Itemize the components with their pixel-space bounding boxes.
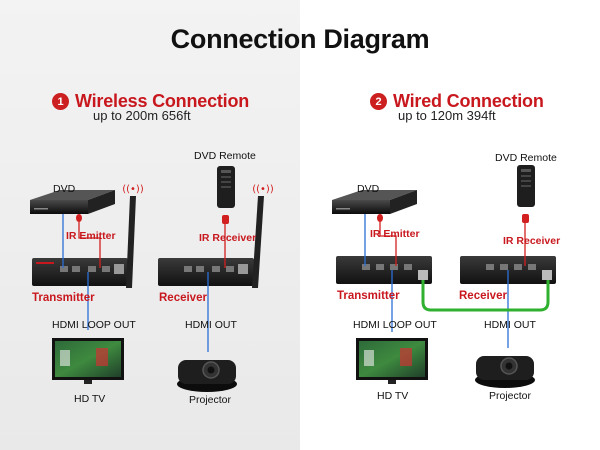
- wireless-hd-tv-label: HD TV: [74, 393, 106, 405]
- wireless-receiver-antenna: ((•)): [252, 184, 274, 288]
- wireless-cables: [62, 214, 226, 352]
- wired-ir-emitter: [377, 214, 383, 222]
- wired-ethernet-cable: [421, 280, 550, 312]
- wired-receiver-label: Receiver: [459, 290, 507, 302]
- wired-hd-tv: [356, 338, 428, 384]
- wireless-transmitter-box: [32, 258, 128, 286]
- wireless-receiver-label: Receiver: [159, 292, 207, 304]
- wired-panel-background: [300, 0, 600, 450]
- wireless-heading: 1 Wireless Connection: [52, 91, 249, 112]
- wireless-ir-receiver-label: IR Receiver: [199, 232, 257, 244]
- wired-dvd-remote: [517, 165, 535, 207]
- wireless-transmitter-antenna: ((•)): [122, 184, 144, 288]
- wired-transmitter-box: [336, 256, 432, 284]
- page-title: Connection Diagram: [170, 24, 430, 54]
- wireless-hd-tv: [52, 338, 124, 384]
- wired-transmitter-label: Transmitter: [337, 290, 400, 302]
- wired-ir-emitter-label: IR Emitter: [370, 228, 420, 240]
- wired-dvd-remote-label: DVD Remote: [495, 152, 557, 164]
- wireless-receiver-box: [158, 258, 254, 286]
- wireless-title: Wireless Connection: [75, 91, 250, 111]
- wired-hd-tv-label: HD TV: [377, 390, 409, 402]
- wired-ir-receiver: [522, 214, 529, 223]
- svg-text:((•)): ((•)): [252, 184, 274, 195]
- wireless-dvd-label: DVD: [53, 183, 76, 195]
- wired-number-badge: 2: [370, 93, 387, 110]
- wireless-transmitter-label: Transmitter: [32, 292, 95, 304]
- wired-range: up to 120m 394ft: [398, 108, 496, 123]
- wireless-panel-background: [0, 0, 300, 450]
- wireless-projector-label: Projector: [189, 394, 232, 406]
- wireless-dvd-player: [30, 190, 115, 214]
- wired-title: Wired Connection: [393, 91, 544, 111]
- wireless-number-badge: 1: [52, 93, 69, 110]
- wireless-ir-receiver: [222, 215, 229, 224]
- wired-ir-receiver-label: IR Receiver: [503, 235, 561, 247]
- wired-hdmi-out-label: HDMI OUT: [484, 319, 536, 331]
- wireless-dvd-remote: [217, 166, 235, 208]
- wired-projector-label: Projector: [489, 390, 532, 402]
- wireless-ir-emitter: [76, 214, 82, 222]
- wireless-range: up to 200m 656ft: [93, 108, 191, 123]
- wireless-hdmi-out-label: HDMI OUT: [185, 319, 237, 331]
- wireless-projector: [177, 360, 237, 392]
- wired-heading: 2 Wired Connection: [370, 91, 544, 112]
- wireless-hdmi-loop-out-label: HDMI LOOP OUT: [52, 319, 136, 331]
- wired-projector: [475, 356, 535, 388]
- wireless-dvd-remote-label: DVD Remote: [194, 150, 256, 162]
- svg-text:((•)): ((•)): [122, 184, 144, 195]
- wired-dvd-player: [332, 190, 417, 214]
- wired-hdmi-loop-out-label: HDMI LOOP OUT: [353, 319, 437, 331]
- wired-dvd-label: DVD: [357, 183, 380, 195]
- wireless-ir-emitter-label: IR Emitter: [66, 230, 116, 242]
